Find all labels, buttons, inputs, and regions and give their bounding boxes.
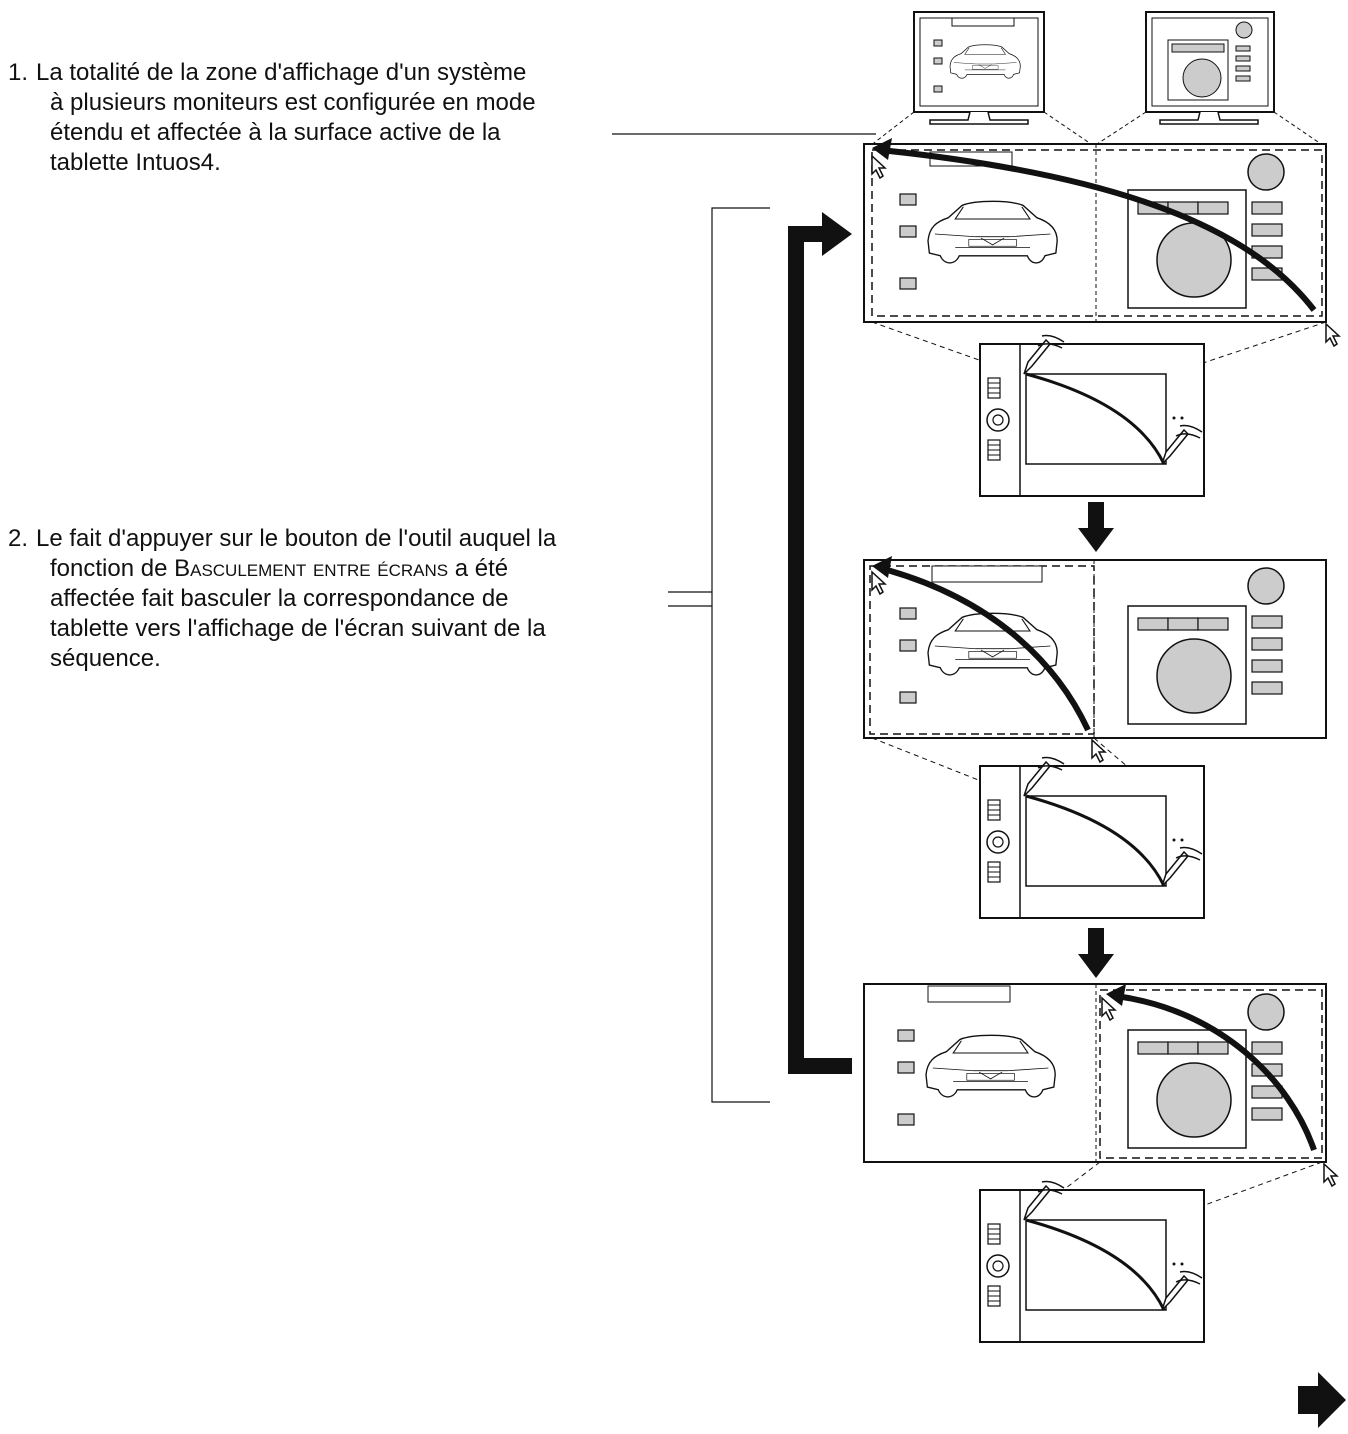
step-2-line-1: Le fait d'appuyer sur le bouton de l'out…: [36, 525, 557, 552]
step-1-number: 1.: [8, 59, 29, 86]
step-2-line-5: séquence.: [50, 645, 161, 672]
cursor-arrow-icon: [1091, 739, 1106, 763]
extended-display-3: [863, 983, 1338, 1187]
step-2-bracket: [711, 207, 770, 1103]
step-2-line-4: tablette vers l'affichage de l'écran sui…: [50, 615, 546, 642]
tablet-intuos4-2: [980, 757, 1204, 918]
step-2-number: 2.: [8, 525, 29, 552]
extended-display-2: [863, 556, 1327, 763]
step-2-text: 2. Le fait d'appuyer sur le bouton de l'o…: [8, 524, 668, 674]
step-1-line-1: La totalité de la zone d'affichage d'un …: [36, 59, 527, 86]
cursor-arrow-icon: [1325, 323, 1340, 347]
extended-display-1: [863, 138, 1340, 347]
down-arrow-1: [1078, 502, 1114, 552]
tablet-intuos4-3: [980, 1181, 1204, 1342]
step-1-text: 1. La totalité de la zone d'affichage d'u…: [8, 58, 648, 178]
cursor-arrow-icon: [1323, 1163, 1338, 1187]
monitor-left: [913, 11, 1045, 125]
step-1-line-4: tablette Intuos4.: [50, 149, 221, 176]
step-1-line-2: à plusieurs moniteurs est configurée en …: [50, 89, 536, 116]
screen-toggle-function-name: Basculement entre écrans: [174, 555, 449, 582]
monitor-right: [1145, 11, 1275, 125]
step-2-line-3: affectée fait basculer la correspondance…: [50, 585, 509, 612]
next-page-arrow-icon[interactable]: [1298, 1372, 1346, 1428]
step-1-line-3: étendu et affectée à la surface active d…: [50, 119, 501, 146]
tablet-intuos4-1: [980, 335, 1204, 496]
down-arrow-2: [1078, 928, 1114, 978]
step-2-line-2-pre: fonction de: [50, 555, 175, 582]
return-loop-arrow: [788, 226, 852, 1074]
step-2-line-2-post: a été: [448, 555, 509, 582]
